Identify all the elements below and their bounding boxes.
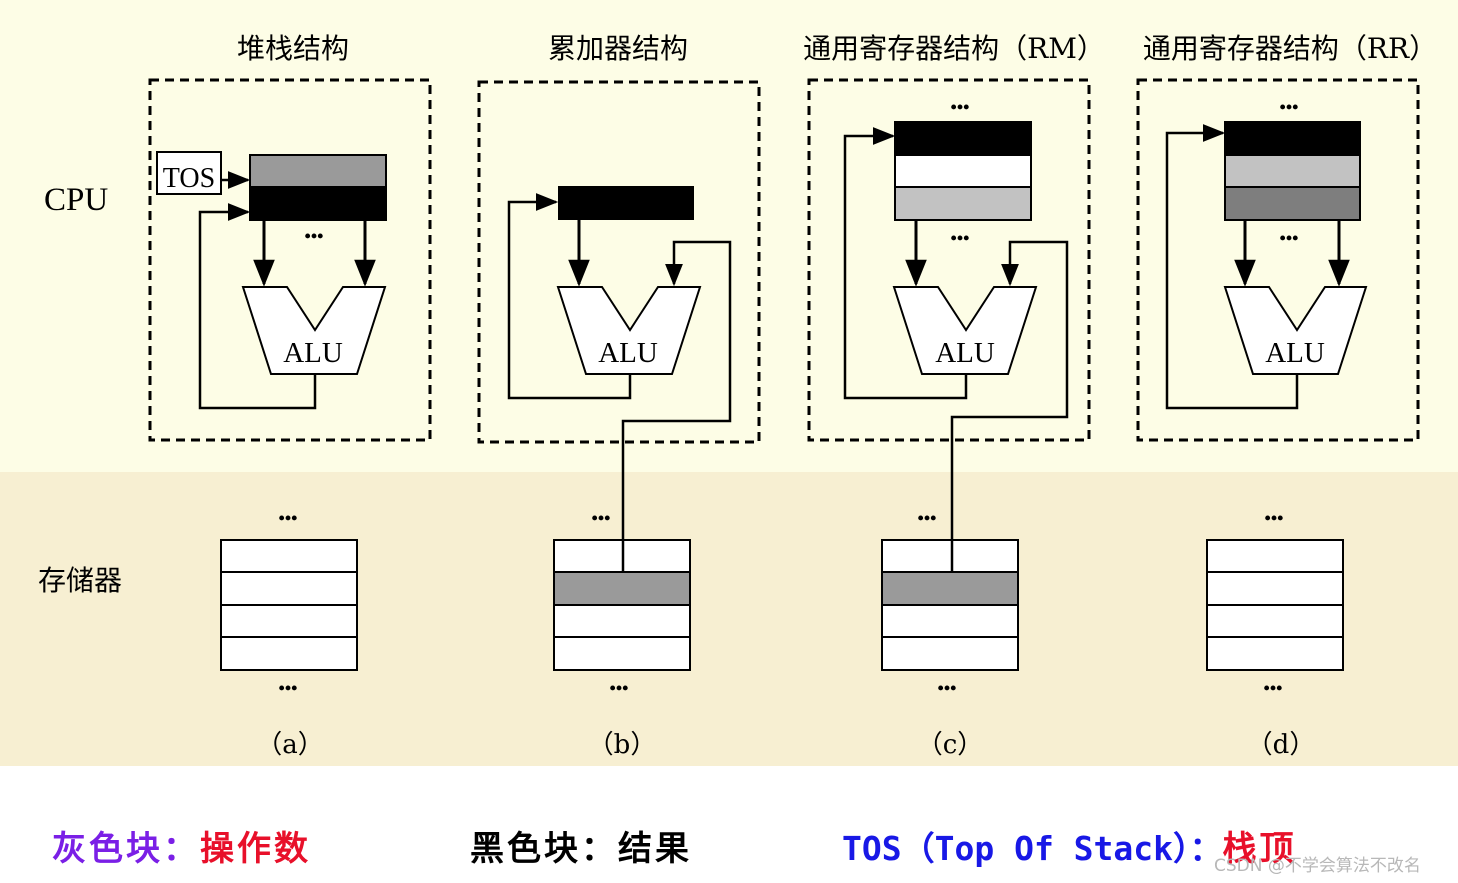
memory-block-c: ••• ••• （c） [881,508,1019,760]
legend-gray: 灰色块：操作数 [52,826,311,872]
panel-title: 累加器结构 [548,32,688,65]
cpu-boundary [477,80,761,444]
legend-black: 黑色块：结果 [470,826,692,872]
panel-caption: （c） [917,730,984,760]
memory-block-d: ••• ••• （d） [1206,508,1344,760]
cpu-boundary [807,78,1091,442]
memory-cell [220,571,358,606]
result-feedback-path [843,127,968,400]
panel-register-memory: 通用寄存器结构（RM） ••• ••• ALU [803,32,1105,570]
register-dots-top: ••• [951,97,970,117]
memory-cell [553,604,691,638]
memory-dots-bottom: ••• [938,678,957,698]
register-operand-dark [1224,186,1361,221]
memory-operand-cell [881,571,1019,606]
memory-cell [220,636,358,671]
register-result [894,121,1032,156]
memory-block-a: ••• ••• （a） [220,508,358,760]
memory-cell [881,539,1019,573]
register-empty [894,154,1032,188]
alu-shape [241,286,387,375]
panel-title: 堆栈结构 [237,32,349,65]
memory-cell [881,636,1019,671]
memory-block-b: ••• ••• （b） [553,508,691,760]
memory-cell [1206,571,1344,606]
memory-dots-top: ••• [1265,508,1284,528]
alu-shape [1223,286,1368,375]
alu-shape [892,286,1038,375]
alu-label: ALU [1265,337,1325,369]
memory-cell [220,539,358,573]
cpu-boundary [1136,78,1420,442]
alu-shape [556,286,702,375]
panel-caption: （b） [588,730,657,760]
memory-cell [1206,539,1344,573]
tos-box [156,151,222,195]
alu-label: ALU [283,337,343,369]
legend-tos-value: 栈顶 [1222,829,1297,869]
memory-operand-arrow [621,240,732,570]
legend-gray-label: 灰色块： [52,829,200,869]
accumulator-register [558,186,694,220]
memory-dots-top: ••• [592,508,611,528]
memory-dots-top: ••• [918,508,937,528]
panel-accumulator: 累加器结构 ALU [477,32,761,570]
register-dots-mid: ••• [1280,228,1299,248]
panel-caption: （d） [1247,730,1316,760]
register-dots-mid: ••• [951,228,970,248]
memory-dots-bottom: ••• [279,678,298,698]
watermark: CSDN @不学会算法不改名 [1214,856,1421,876]
stack-result-cell [249,186,387,221]
result-feedback-path [507,193,632,400]
panel-stack: 堆栈结构 TOS ••• ALU [148,32,432,442]
memory-cell [881,604,1019,638]
panel-register-register: 通用寄存器结构（RR） ••• ••• ALU [1136,32,1437,442]
memory-cell [220,604,358,638]
panel-title: 通用寄存器结构（RR） [1143,32,1437,65]
register-operand [894,186,1032,221]
cpu-label: CPU [44,182,108,218]
memory-cell [1206,604,1344,638]
panel-title: 通用寄存器结构（RM） [803,32,1105,65]
memory-operand-cell [553,571,691,606]
register-dots-top: ••• [1280,97,1299,117]
memory-operand-arrow [950,240,1069,570]
memory-cell [1206,636,1344,671]
stack-dots: ••• [305,226,324,246]
panel-caption: （a） [256,730,324,760]
result-feedback-path [198,203,317,410]
alu-label: ALU [935,337,995,369]
memory-dots-top: ••• [279,508,298,528]
legend-black-label: 黑色块： [470,829,618,869]
legend-black-value: 结果 [618,829,692,869]
legend-gray-value: 操作数 [200,829,311,869]
stack-operand-cell [249,154,387,188]
alu-label: ALU [598,337,658,369]
tos-label: TOS [163,163,215,194]
memory-cell [553,636,691,671]
result-feedback-path [1165,124,1299,410]
legend-tos-label: TOS（Top Of Stack）： [842,829,1223,868]
cpu-boundary [148,78,432,442]
legend-tos: TOS（Top Of Stack）：栈顶 [842,826,1297,872]
memory-label: 存储器 [38,564,122,597]
register-operand-light [1224,154,1361,188]
register-result [1224,121,1361,156]
memory-dots-bottom: ••• [610,678,629,698]
memory-dots-bottom: ••• [1264,678,1283,698]
